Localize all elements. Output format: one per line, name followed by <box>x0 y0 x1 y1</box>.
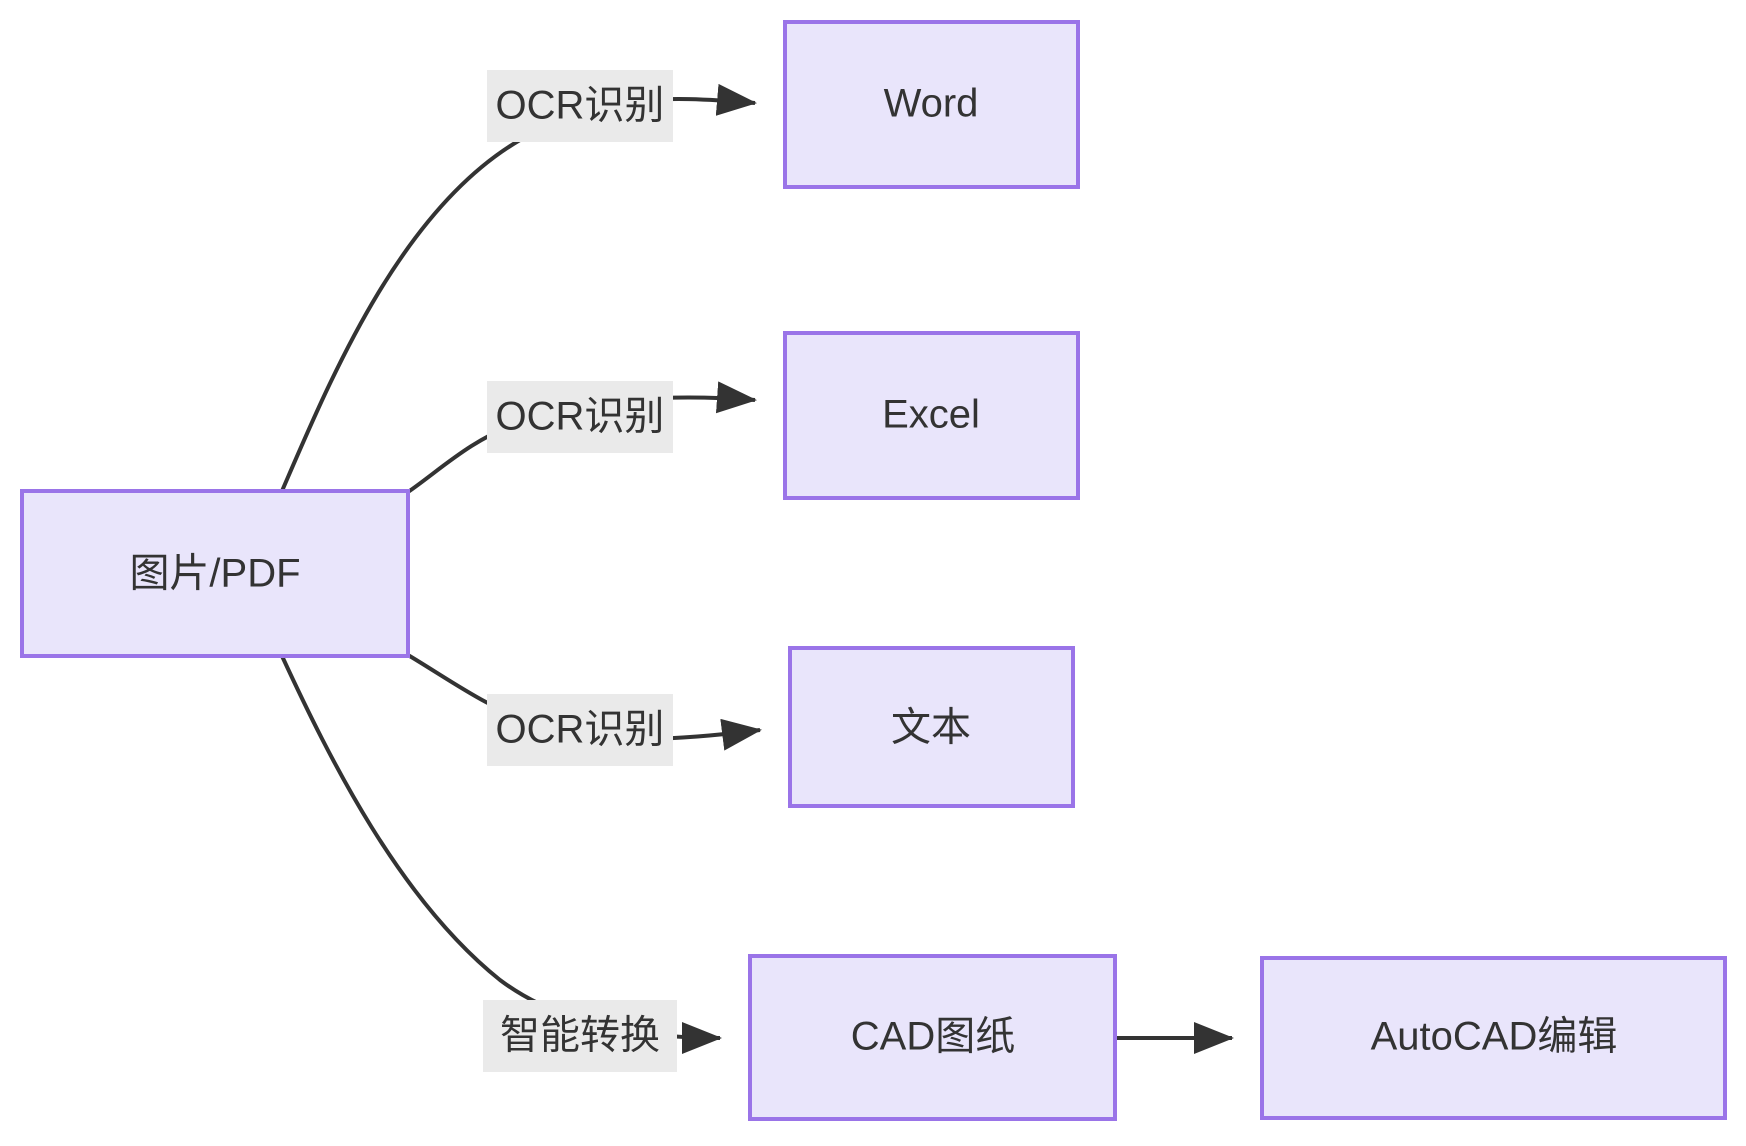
node-box <box>20 489 410 658</box>
node-autocad-edit[interactable]: AutoCAD编辑 <box>1260 956 1727 1120</box>
edge-label-source-excel: OCR识别 <box>487 381 673 453</box>
node-box <box>1260 956 1727 1120</box>
edge-label-background <box>483 1000 677 1072</box>
edge-label-text: OCR识别 <box>496 84 665 128</box>
node-label: CAD图纸 <box>851 1015 1015 1059</box>
node-box <box>783 20 1080 189</box>
edge-label-background <box>487 70 673 142</box>
node-word[interactable]: Word <box>783 20 1080 189</box>
nodes-group: 图片/PDF Word Excel 文本 CAD图纸 AutoCAD编辑 <box>20 20 1727 1121</box>
edge-label-source-cad: 智能转换 <box>483 1000 677 1072</box>
node-label: 图片/PDF <box>129 552 300 596</box>
node-excel[interactable]: Excel <box>783 331 1080 500</box>
node-label: 文本 <box>891 706 971 750</box>
node-text[interactable]: 文本 <box>788 646 1075 808</box>
node-cad-drawing[interactable]: CAD图纸 <box>748 954 1117 1121</box>
node-label: AutoCAD编辑 <box>1371 1015 1618 1059</box>
node-box <box>748 954 1117 1121</box>
node-label: Word <box>884 82 979 126</box>
edge-label-source-word: OCR识别 <box>487 70 673 142</box>
node-box <box>788 646 1075 808</box>
edge-label-text: 智能转换 <box>500 1014 660 1058</box>
node-box <box>783 331 1080 500</box>
node-label: Excel <box>882 393 980 437</box>
edge-label-text: OCR识别 <box>496 708 665 752</box>
edge-label-background <box>487 694 673 766</box>
edge-label-background <box>487 381 673 453</box>
edge-label-source-text: OCR识别 <box>487 694 673 766</box>
edge-labels-group: OCR识别 OCR识别 OCR识别 智能转换 <box>483 70 677 1072</box>
node-source-image-pdf[interactable]: 图片/PDF <box>20 489 410 658</box>
edges-group <box>280 83 1234 1054</box>
edge-label-text: OCR识别 <box>496 395 665 439</box>
